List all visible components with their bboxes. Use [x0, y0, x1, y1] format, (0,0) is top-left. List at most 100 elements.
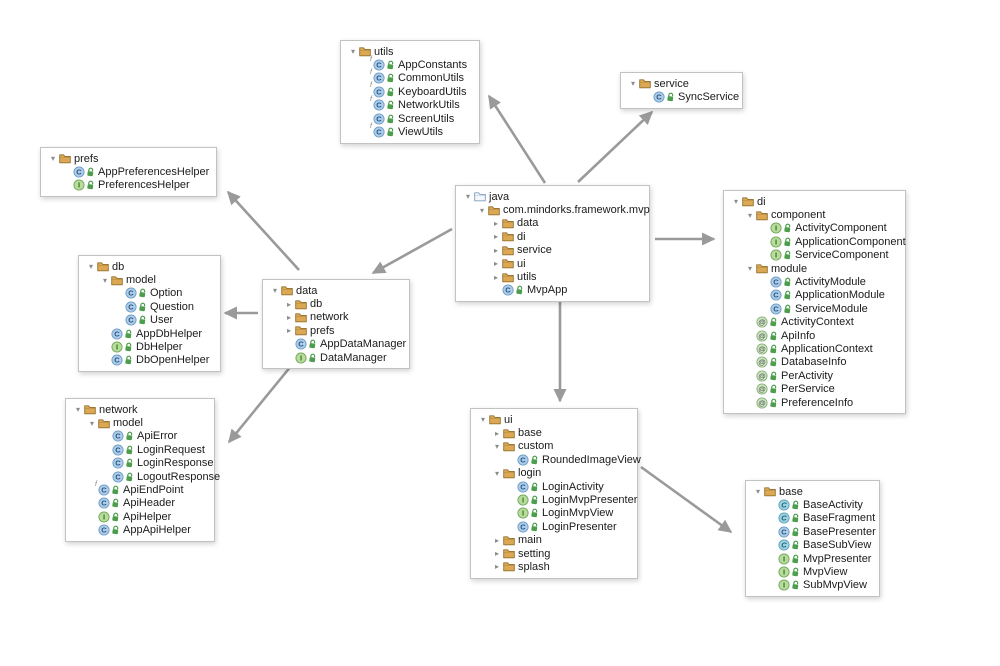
tree-node-perservice[interactable]: @PerService	[726, 382, 899, 395]
tree-node-peractivity[interactable]: @PerActivity	[726, 369, 899, 382]
expand-toggle-icon[interactable]: ▸	[286, 312, 291, 322]
tree-node-splash[interactable]: ▸splash	[473, 560, 631, 573]
collapse-toggle-icon[interactable]: ▾	[102, 275, 107, 285]
tree-node-prefs[interactable]: ▾prefs	[43, 152, 210, 165]
tree-node-db[interactable]: ▸db	[265, 297, 403, 310]
expand-toggle-icon[interactable]: ▸	[493, 272, 498, 282]
collapse-toggle-icon[interactable]: ▾	[50, 154, 55, 164]
expand-toggle-icon[interactable]: ▸	[494, 549, 499, 559]
tree-node-preferenceinfo[interactable]: @PreferenceInfo	[726, 396, 899, 409]
collapse-toggle-icon[interactable]: ▾	[747, 264, 752, 274]
tree-node-data[interactable]: ▾data	[265, 284, 403, 297]
collapse-toggle-icon[interactable]: ▾	[747, 210, 752, 220]
tree-node-base[interactable]: ▾base	[748, 485, 873, 498]
tree-node-model[interactable]: ▾model	[81, 273, 214, 286]
tree-node-network[interactable]: ▾network	[68, 403, 208, 416]
collapse-toggle-icon[interactable]: ▾	[494, 441, 499, 451]
expand-toggle-icon[interactable]: ▸	[494, 535, 499, 545]
expand-toggle-icon[interactable]: ▸	[494, 428, 499, 438]
collapse-toggle-icon[interactable]: ▾	[89, 418, 94, 428]
collapse-toggle-icon[interactable]: ▾	[75, 405, 80, 415]
tree-node-model[interactable]: ▾model	[68, 416, 208, 429]
tree-node-module[interactable]: ▾module	[726, 262, 899, 275]
tree-node-di[interactable]: ▾di	[726, 195, 899, 208]
expand-toggle-icon[interactable]: ▸	[493, 232, 498, 242]
collapse-toggle-icon[interactable]: ▾	[479, 205, 484, 215]
tree-node-com-mindorks-framework-mvp[interactable]: ▾com.mindorks.framework.mvp	[458, 203, 650, 216]
tree-node-data[interactable]: ▸data	[458, 217, 643, 230]
tree-node-prefs[interactable]: ▸prefs	[265, 324, 403, 337]
collapse-toggle-icon[interactable]: ▾	[480, 415, 485, 425]
tree-node-service[interactable]: ▾service	[623, 77, 736, 90]
tree-node-main[interactable]: ▸main	[473, 534, 631, 547]
tree-node-databaseinfo[interactable]: @DatabaseInfo	[726, 356, 899, 369]
tree-node-base[interactable]: ▸base	[473, 426, 631, 439]
tree-node-ui[interactable]: ▾ui	[473, 413, 631, 426]
tree-node-component[interactable]: ▾component	[726, 208, 899, 221]
tree-node-db[interactable]: ▾db	[81, 260, 214, 273]
tree-node-activitycontext[interactable]: @ActivityContext	[726, 316, 899, 329]
expand-toggle-icon[interactable]: ▸	[494, 562, 499, 572]
tree-node-utils[interactable]: ▸utils	[458, 270, 643, 283]
expand-toggle-icon[interactable]: ▸	[493, 259, 498, 269]
tree-node-utils[interactable]: ▾utils	[343, 45, 473, 58]
tree-node-apiinfo[interactable]: @ApiInfo	[726, 329, 899, 342]
tree-node-setting[interactable]: ▸setting	[473, 547, 631, 560]
expand-toggle-icon[interactable]: ▸	[286, 326, 291, 336]
collapse-toggle-icon[interactable]: ▾	[630, 79, 635, 89]
collapse-toggle-icon[interactable]: ▾	[88, 262, 93, 272]
tree-node-di[interactable]: ▸di	[458, 230, 643, 243]
expand-toggle-icon[interactable]: ▸	[493, 245, 498, 255]
collapse-toggle-icon[interactable]: ▾	[755, 487, 760, 497]
tree-node-ui[interactable]: ▸ui	[458, 257, 643, 270]
expand-toggle-icon[interactable]: ▸	[493, 218, 498, 228]
